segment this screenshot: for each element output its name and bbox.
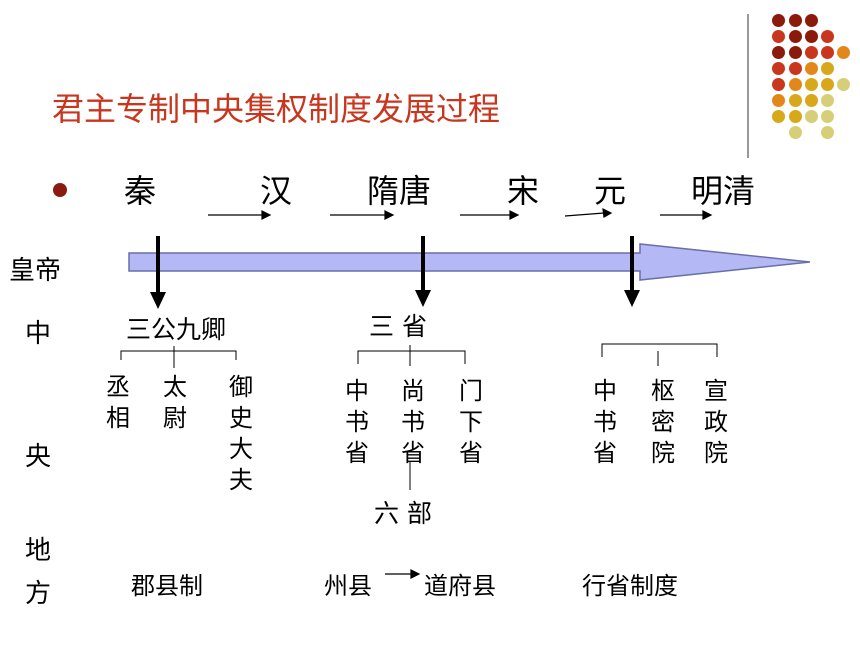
page-title: 君主专制中央集权制度发展过程 bbox=[52, 90, 501, 128]
row-label-central-1: 中 bbox=[25, 319, 52, 349]
qin-heading: 三公九卿 bbox=[126, 315, 227, 344]
office-taiwei: 太尉 bbox=[163, 373, 187, 432]
era-song: 宋 bbox=[507, 172, 540, 210]
era-han: 汉 bbox=[260, 172, 293, 210]
decorative-dot bbox=[805, 14, 818, 27]
decorative-dot bbox=[789, 110, 802, 123]
local-suitang-from: 州县 bbox=[324, 572, 372, 600]
decorative-dot bbox=[772, 46, 785, 59]
decorative-dot bbox=[789, 46, 802, 59]
org-brackets bbox=[120, 343, 718, 490]
decorative-dot bbox=[821, 110, 834, 123]
local-suitang-to: 道府县 bbox=[424, 572, 496, 600]
era-yuan: 元 bbox=[594, 172, 627, 210]
decorative-dot bbox=[789, 126, 802, 139]
decorative-dot bbox=[789, 78, 802, 91]
local-qin: 郡县制 bbox=[131, 572, 203, 600]
decorative-dot bbox=[789, 30, 802, 43]
decorative-dot bbox=[805, 30, 818, 43]
decorative-dot bbox=[772, 94, 785, 107]
six-ministries: 六 部 bbox=[374, 499, 432, 528]
office-yushidafu: 御史大夫 bbox=[229, 373, 253, 494]
era-mingqing: 明清 bbox=[691, 172, 756, 210]
decorative-dot bbox=[789, 14, 802, 27]
era-qin: 秦 bbox=[124, 172, 157, 210]
decorative-dot bbox=[805, 94, 818, 107]
decorative-dot bbox=[821, 126, 834, 139]
local-yuan: 行省制度 bbox=[582, 572, 678, 600]
decorative-dot bbox=[821, 30, 834, 43]
down-arrows bbox=[150, 236, 640, 309]
decorative-dot bbox=[837, 78, 850, 91]
emperor-timeline-arrow bbox=[128, 243, 811, 281]
local-arrow bbox=[385, 569, 421, 579]
office-shangshusheng: 尚书省 bbox=[401, 377, 425, 467]
decorative-dot bbox=[805, 110, 818, 123]
decorative-dot bbox=[789, 94, 802, 107]
office-xuanzhengyuan: 宣政院 bbox=[704, 377, 728, 467]
decorative-dot bbox=[805, 62, 818, 75]
decorative-dot bbox=[772, 110, 785, 123]
decorative-dot bbox=[772, 78, 785, 91]
office-menxiasheng: 门下省 bbox=[459, 377, 483, 467]
decorative-dot bbox=[772, 30, 785, 43]
row-label-central-2: 央 bbox=[25, 442, 52, 472]
decorative-dot bbox=[821, 46, 834, 59]
office-yuan-zhongshusheng: 中书省 bbox=[593, 377, 617, 467]
office-chengxiang: 丞相 bbox=[106, 373, 130, 432]
bullet-icon bbox=[53, 183, 67, 197]
era-suitang: 隋唐 bbox=[367, 172, 432, 210]
decorative-dot bbox=[837, 46, 850, 59]
decorative-dot bbox=[805, 46, 818, 59]
decorative-dot bbox=[772, 62, 785, 75]
decorative-dot bbox=[821, 78, 834, 91]
suitang-heading: 三 省 bbox=[369, 312, 427, 341]
decorative-dot bbox=[789, 62, 802, 75]
office-zhongshusheng: 中书省 bbox=[345, 377, 369, 467]
decorative-dot bbox=[821, 94, 834, 107]
decorative-dot bbox=[821, 62, 834, 75]
row-label-local-1: 地 bbox=[25, 536, 52, 566]
era-arrows bbox=[208, 207, 713, 220]
decorative-dot bbox=[772, 14, 785, 27]
row-label-local-2: 方 bbox=[25, 579, 52, 609]
divider-vertical bbox=[747, 14, 749, 158]
decorative-dot bbox=[805, 78, 818, 91]
row-label-emperor: 皇帝 bbox=[9, 256, 62, 286]
office-shumiyuan: 枢密院 bbox=[651, 377, 675, 467]
